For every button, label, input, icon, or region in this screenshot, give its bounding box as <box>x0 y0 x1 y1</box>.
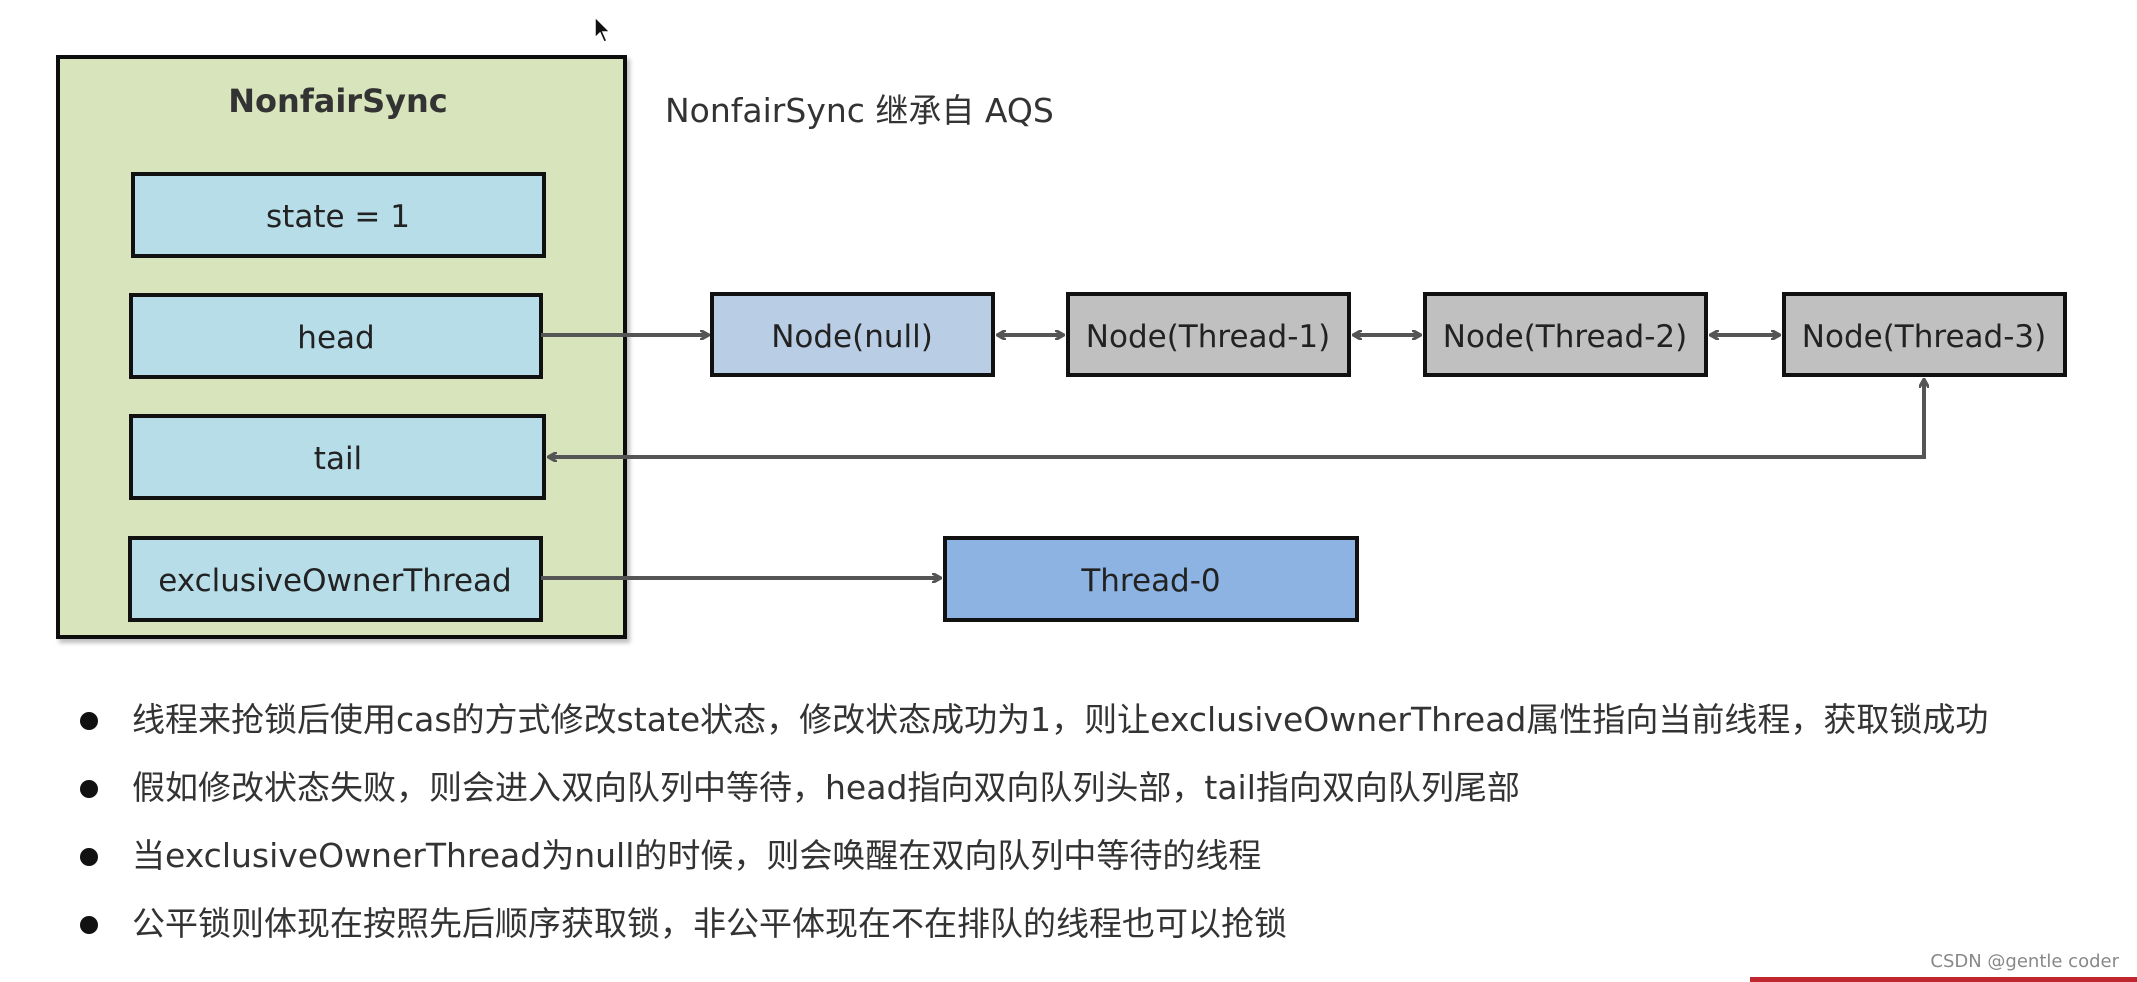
bottom-accent-bar <box>1750 977 2137 982</box>
queue-node-thread-2: Node(Thread-2) <box>1423 292 1708 377</box>
list-item: 当exclusiveOwnerThread为null的时候，则会唤醒在双向队列中… <box>76 828 1988 896</box>
bullet-icon <box>80 780 98 798</box>
queue-node-thread-1: Node(Thread-1) <box>1066 292 1351 377</box>
list-item: 假如修改状态失败，则会进入双向队列中等待，head指向双向队列头部，tail指向… <box>76 760 1988 828</box>
list-item-text: 公平锁则体现在按照先后顺序获取锁，非公平体现在不在排队的线程也可以抢锁 <box>132 904 1287 943</box>
explanation-list: 线程来抢锁后使用cas的方式修改state状态，修改状态成功为1，则让exclu… <box>76 692 1988 964</box>
tail-pointer-arrow <box>549 380 1924 457</box>
field-tail-label: tail <box>314 441 362 477</box>
list-item: 线程来抢锁后使用cas的方式修改state状态，修改状态成功为1，则让exclu… <box>76 692 1988 760</box>
list-item-text: 当exclusiveOwnerThread为null的时候，则会唤醒在双向队列中… <box>132 836 1262 875</box>
watermark: CSDN @gentle coder <box>1930 951 2119 972</box>
field-owner-label: exclusiveOwnerThread <box>158 563 511 599</box>
queue-node-label: Node(null) <box>771 319 933 355</box>
container-title: NonfairSync <box>228 82 447 120</box>
queue-node-thread-3: Node(Thread-3) <box>1782 292 2067 377</box>
queue-node-label: Node(Thread-2) <box>1443 319 1687 355</box>
field-state: state = 1 <box>131 172 546 258</box>
list-item: 公平锁则体现在按照先后顺序获取锁，非公平体现在不在排队的线程也可以抢锁 <box>76 896 1988 964</box>
mouse-cursor-icon <box>594 16 612 43</box>
owner-thread-label: Thread-0 <box>1080 563 1220 599</box>
bullet-icon <box>80 848 98 866</box>
bullet-icon <box>80 916 98 934</box>
field-head-label: head <box>297 320 374 356</box>
field-head: head <box>129 293 543 379</box>
list-item-text: 线程来抢锁后使用cas的方式修改state状态，修改状态成功为1，则让exclu… <box>132 700 1989 739</box>
field-owner: exclusiveOwnerThread <box>128 536 543 622</box>
queue-node-label: Node(Thread-1) <box>1086 319 1330 355</box>
list-item-text: 假如修改状态失败，则会进入双向队列中等待，head指向双向队列头部，tail指向… <box>132 768 1520 807</box>
diagram-caption: NonfairSync 继承自 AQS <box>665 91 1054 130</box>
owner-thread-box: Thread-0 <box>943 536 1359 622</box>
queue-node-null: Node(null) <box>710 292 995 377</box>
field-tail: tail <box>129 414 546 500</box>
queue-node-label: Node(Thread-3) <box>1802 319 2046 355</box>
field-state-label: state = 1 <box>266 199 410 235</box>
bullet-icon <box>80 712 98 730</box>
